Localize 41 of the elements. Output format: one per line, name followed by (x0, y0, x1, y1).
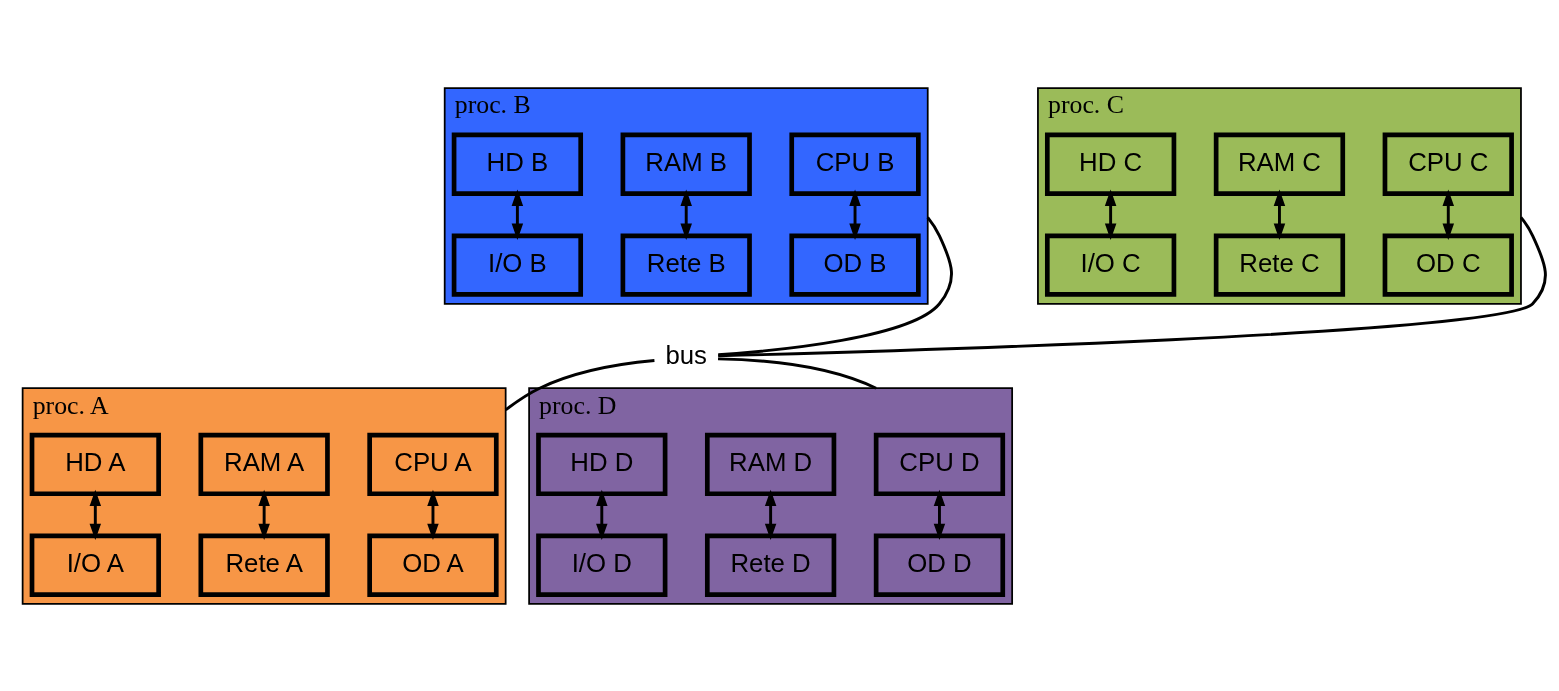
node-box: HD B (451, 132, 584, 196)
node-box: RAM B (620, 132, 752, 196)
node-box: I/O C (1044, 232, 1177, 297)
arrow (258, 489, 270, 540)
node-box: Rete A (198, 533, 330, 597)
node-box: RAM A (198, 432, 330, 496)
arrow (933, 489, 946, 540)
node-box: CPU C (1382, 132, 1514, 196)
arrow (680, 189, 692, 240)
node-box: CPU A (367, 432, 499, 496)
node-box: I/O D (536, 533, 668, 597)
connector (718, 215, 953, 356)
node-box: CPU B (789, 132, 921, 196)
node-box: RAM C (1213, 132, 1346, 196)
arrow (1442, 189, 1455, 240)
node-box: OD A (367, 533, 499, 597)
arrow (427, 489, 439, 540)
node-box: Rete B (620, 232, 752, 297)
node-box: OD D (873, 533, 1006, 597)
arrow (511, 189, 524, 240)
node-text: bus (665, 340, 707, 369)
node-box: I/O A (29, 533, 161, 597)
node-box: Rete C (1213, 232, 1346, 297)
node-box: HD C (1044, 132, 1177, 196)
node-box: OD C (1382, 232, 1514, 297)
arrow (1104, 189, 1117, 240)
node-box: I/O B (451, 232, 584, 297)
arrow (849, 189, 861, 240)
node-box: RAM D (704, 432, 837, 496)
arrow (89, 489, 102, 540)
node-box: HD A (29, 432, 161, 496)
arrow (596, 489, 608, 540)
connector (718, 215, 1547, 357)
node-box: CPU D (873, 432, 1006, 496)
arrow (1273, 189, 1286, 240)
connector (718, 356, 877, 390)
node-box: Rete D (704, 533, 837, 597)
arrow (764, 489, 777, 540)
connector (504, 358, 655, 411)
node-box: OD B (789, 232, 921, 297)
node-box: HD D (536, 432, 668, 496)
